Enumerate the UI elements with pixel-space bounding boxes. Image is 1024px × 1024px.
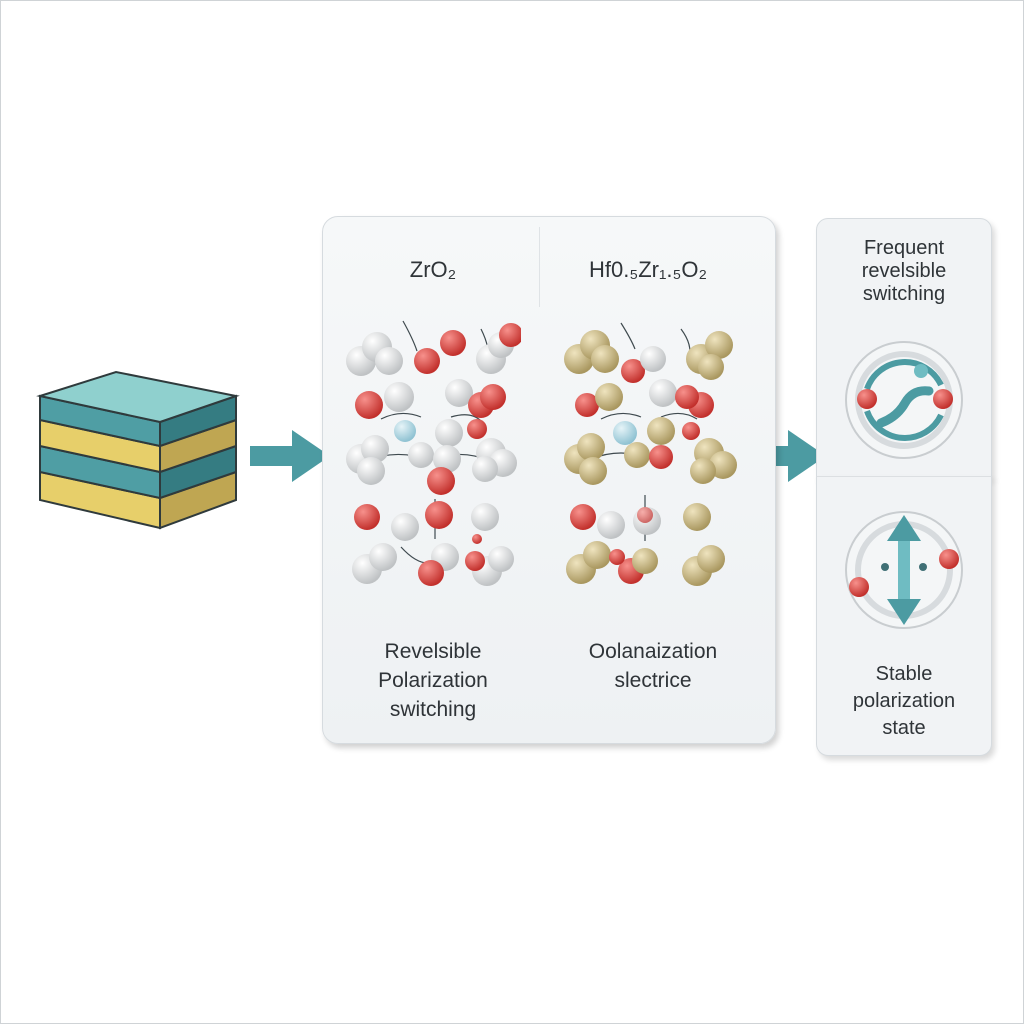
reversible-switching-icon	[845, 341, 963, 459]
reversible-switching-panel: Frequent revelsible switching	[816, 218, 992, 478]
stable-polarization-label: Stable polarization state	[817, 661, 991, 742]
reversible-switching-label: Frequent revelsible switching	[817, 237, 991, 306]
label-line: switching	[862, 283, 946, 305]
hzo-title: Hf0.₅Zr₁.₅O₂	[588, 257, 708, 282]
label-line: Frequent	[863, 237, 945, 259]
hzo-lattice-icon	[564, 322, 737, 586]
stable-polarization-icon	[845, 511, 963, 629]
label-line: polarization	[852, 690, 956, 712]
flow-arrow-right-icon	[250, 430, 330, 482]
caption-line: Polarization	[378, 669, 488, 692]
zro2-caption: Revelsible Polarization switching	[333, 637, 533, 724]
hzo-caption: Oolanaization slectrice	[553, 637, 753, 695]
caption-line: switching	[389, 698, 477, 721]
flow-arrow-right-icon	[746, 430, 826, 482]
stable-polarization-panel: Stable polarization state	[816, 476, 992, 756]
material-comparison-panel: ZrO₂ Hf0.₅Zr₁.₅O₂	[322, 216, 776, 744]
zro2-lattice-icon	[346, 320, 521, 586]
layered-film-stack-icon	[36, 370, 240, 530]
caption-line: Oolanaization	[588, 640, 718, 663]
caption-line: Revelsible	[384, 640, 482, 663]
caption-line: slectrice	[614, 669, 692, 692]
label-line: revelsible	[861, 260, 947, 282]
label-line: state	[882, 717, 926, 739]
panel-divider	[539, 227, 540, 307]
label-line: Stable	[875, 663, 933, 685]
zro2-title: ZrO₂	[409, 257, 457, 282]
